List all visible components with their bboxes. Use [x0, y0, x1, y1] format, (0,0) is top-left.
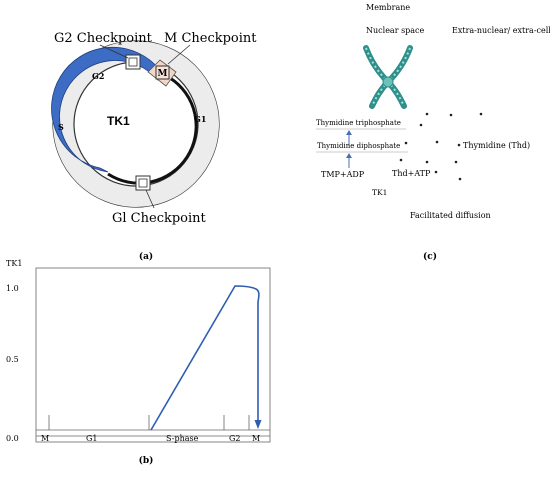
- g1-callout-line: [145, 189, 155, 209]
- thymidine-dot: [434, 170, 438, 174]
- thymidine-dot: [419, 123, 423, 127]
- panel-b-y-title: TK1: [6, 259, 22, 268]
- phase-label-s: S-phase: [166, 434, 199, 443]
- thymidine-dot: [399, 158, 403, 162]
- panel-b-label: (b): [139, 455, 154, 466]
- facilitated-diffusion-label: Facilitated diffusion: [410, 211, 491, 220]
- panel-c: Membrane Nuclear space Extra-nuclear/ ex…: [316, 3, 550, 262]
- phase-label-g2: G2: [229, 434, 240, 443]
- tk1-label-c: TK1: [372, 188, 387, 197]
- g2-callout-line: [99, 44, 129, 59]
- tk1-arc: [51, 46, 161, 173]
- tk1-arc-label: TK1: [107, 114, 130, 128]
- thymidine-molecules: [399, 112, 483, 181]
- panel-a: M G2 S G1 TK1 G2 Checkpoint M Checkpoint…: [51, 31, 257, 262]
- phase-g2-label: G2: [92, 71, 104, 81]
- thymidine-dot: [454, 160, 458, 164]
- g1-checkpoint-marker: [135, 175, 151, 191]
- m-checkpoint-marker: M: [147, 59, 177, 87]
- arrow-to-triphosphate-head: [346, 130, 352, 135]
- thymidine-diphosphate-label: Thymidine diphosphate: [317, 142, 400, 150]
- m-callout-line: [167, 44, 191, 65]
- phase-s-label: S: [58, 122, 64, 132]
- y-tick-0: 0.0: [6, 434, 19, 443]
- panel-c-label: (c): [423, 251, 437, 262]
- thymidine-dot: [425, 160, 429, 164]
- thymidine-dot: [449, 113, 453, 117]
- nuclear-space-label: Nuclear space: [366, 26, 425, 35]
- phase-label-m-end: M: [252, 434, 260, 443]
- g1-checkpoint-label: Gl Checkpoint: [112, 211, 207, 226]
- y-tick-0-5: 0.5: [6, 355, 19, 364]
- thymidine-triphosphate-label: Thymidine triphosphate: [316, 119, 401, 127]
- tk1-curve-arrowhead: [254, 420, 262, 429]
- membrane-label: Membrane: [366, 3, 410, 12]
- cycle-inner-line: [107, 76, 198, 185]
- thymidine-dot: [425, 112, 429, 116]
- thymidine-dot: [404, 141, 408, 145]
- cycle-ring: [53, 41, 219, 207]
- tk1-curve: [150, 285, 260, 431]
- phase-label-g1: G1: [86, 434, 97, 443]
- tmp-adp-label: TMP+ADP: [321, 170, 365, 179]
- dna-structure-icon: [363, 45, 413, 109]
- arrow-to-diphosphate-head: [346, 153, 352, 158]
- thymidine-dot: [435, 140, 439, 144]
- phase-m-label: M: [158, 69, 168, 79]
- thymidine-dot: [457, 143, 461, 147]
- phase-g1-label: G1: [194, 114, 206, 124]
- extra-nuclear-label: Extra-nuclear/ extra-cellular space: [452, 26, 550, 35]
- thymidine-label: Thymidine (Thd): [463, 141, 530, 150]
- g2-checkpoint-marker: [125, 54, 141, 70]
- thymidine-dot: [479, 112, 483, 116]
- thd-atp-label: Thd+ATP: [392, 169, 431, 178]
- panel-b: TK1 1.0 0.5 0.0 M G1 S-phase G2 M (b): [6, 259, 271, 466]
- phase-label-m-start: M: [41, 434, 49, 443]
- g2-checkpoint-label: G2 Checkpoint: [54, 31, 153, 46]
- plot-frame: [35, 267, 271, 443]
- panel-a-label: (a): [139, 251, 153, 262]
- y-tick-1: 1.0: [6, 284, 19, 293]
- thymidine-dot: [458, 177, 462, 181]
- m-checkpoint-label: M Checkpoint: [164, 31, 257, 46]
